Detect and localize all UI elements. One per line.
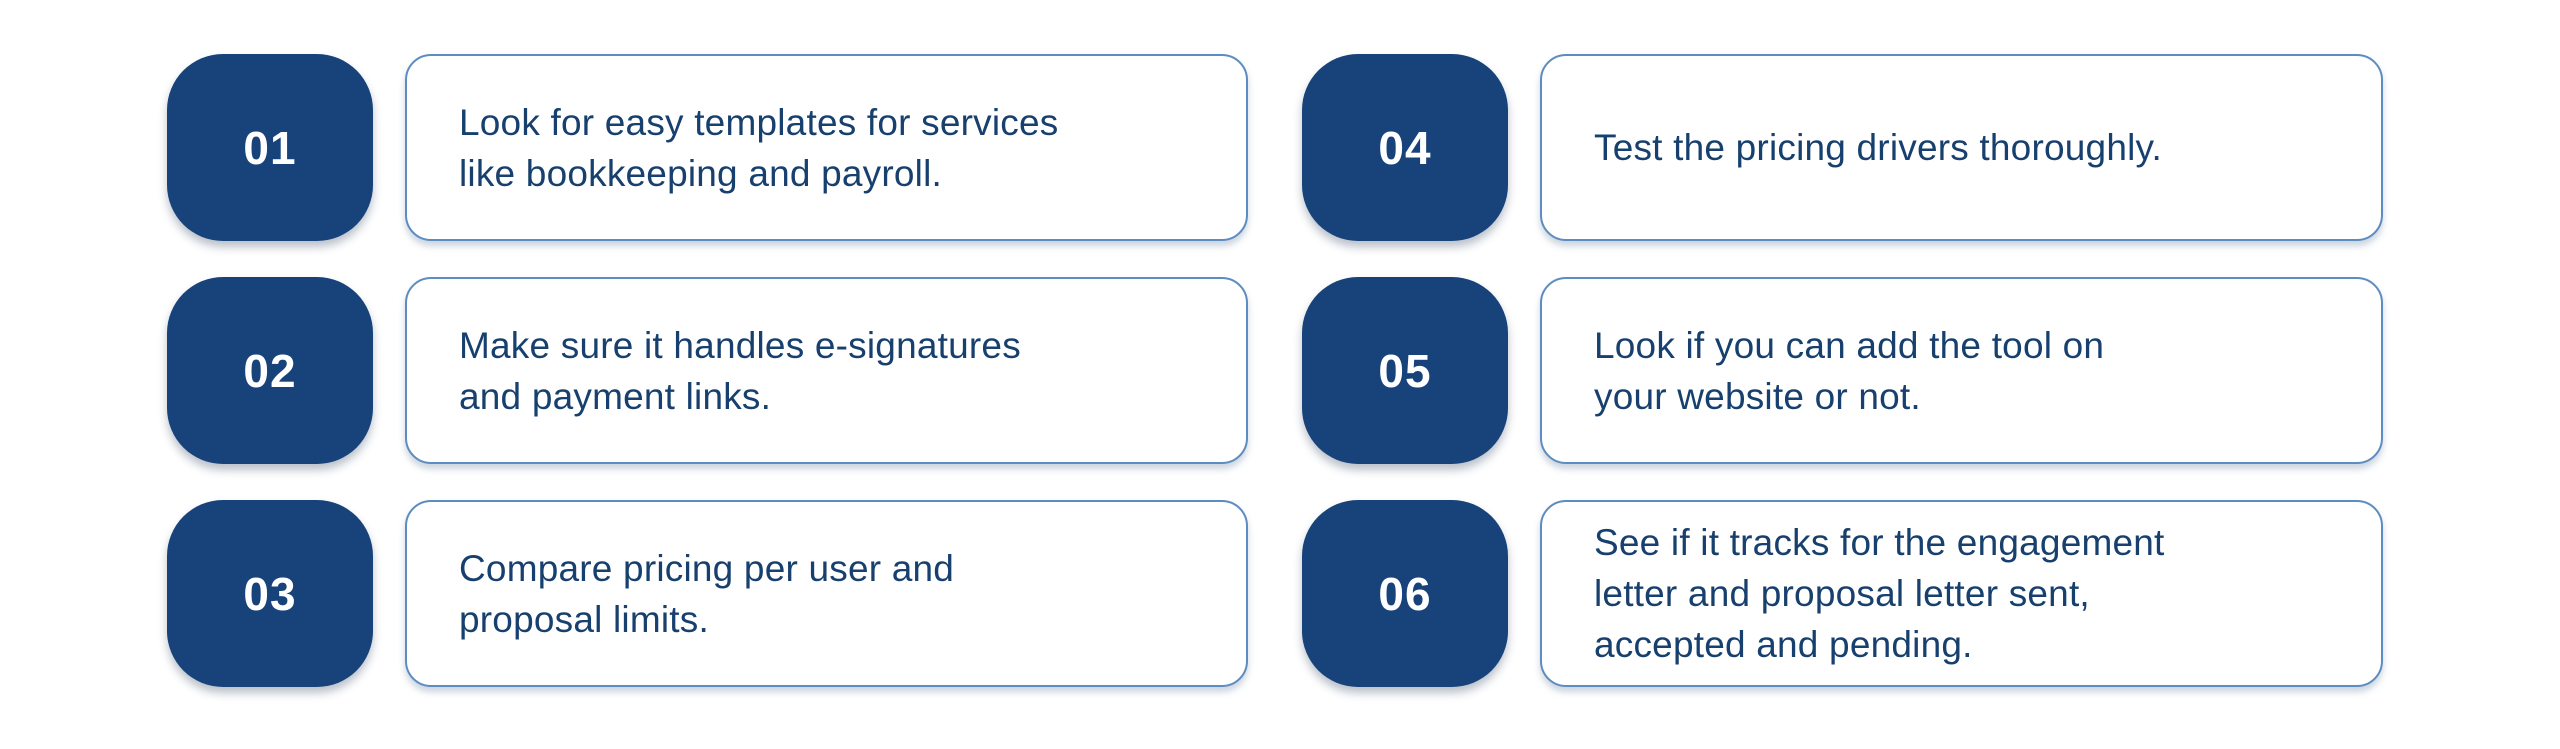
step-number-badge-3: 03 xyxy=(167,500,373,687)
step-item-5: 05 Look if you can add the tool on your … xyxy=(1302,277,2383,464)
step-card-1: Look for easy templates for services lik… xyxy=(405,54,1248,241)
step-card-3: Compare pricing per user and proposal li… xyxy=(405,500,1248,687)
step-card-6: See if it tracks for the engagement lett… xyxy=(1540,500,2383,687)
step-number-badge-2: 02 xyxy=(167,277,373,464)
step-item-4: 04 Test the pricing drivers thoroughly. xyxy=(1302,54,2383,241)
step-number: 01 xyxy=(243,121,297,174)
step-number: 04 xyxy=(1378,121,1432,174)
step-number: 06 xyxy=(1378,567,1432,620)
step-text: Compare pricing per user and proposal li… xyxy=(459,547,955,640)
step-number-badge-4: 04 xyxy=(1302,54,1508,241)
step-item-6: 06 See if it tracks for the engagement l… xyxy=(1302,500,2383,687)
step-item-3: 03 Compare pricing per user and proposal… xyxy=(167,500,1248,687)
step-number: 02 xyxy=(243,344,297,397)
step-item-1: 01 Look for easy templates for services … xyxy=(167,54,1248,241)
step-number-badge-1: 01 xyxy=(167,54,373,241)
step-text: Look for easy templates for services lik… xyxy=(459,101,1059,194)
step-text: Make sure it handles e-signatures and pa… xyxy=(459,324,1021,417)
step-number: 05 xyxy=(1378,344,1432,397)
step-text: Look if you can add the tool on your web… xyxy=(1594,324,2105,417)
step-text: See if it tracks for the engagement lett… xyxy=(1594,522,2165,665)
steps-grid: 01 Look for easy templates for services … xyxy=(167,54,2383,687)
step-card-4: Test the pricing drivers thoroughly. xyxy=(1540,54,2383,241)
step-number-badge-5: 05 xyxy=(1302,277,1508,464)
step-text: Test the pricing drivers thoroughly. xyxy=(1594,127,2162,168)
step-number-badge-6: 06 xyxy=(1302,500,1508,687)
step-item-2: 02 Make sure it handles e-signatures and… xyxy=(167,277,1248,464)
step-card-5: Look if you can add the tool on your web… xyxy=(1540,277,2383,464)
step-number: 03 xyxy=(243,567,297,620)
step-card-2: Make sure it handles e-signatures and pa… xyxy=(405,277,1248,464)
